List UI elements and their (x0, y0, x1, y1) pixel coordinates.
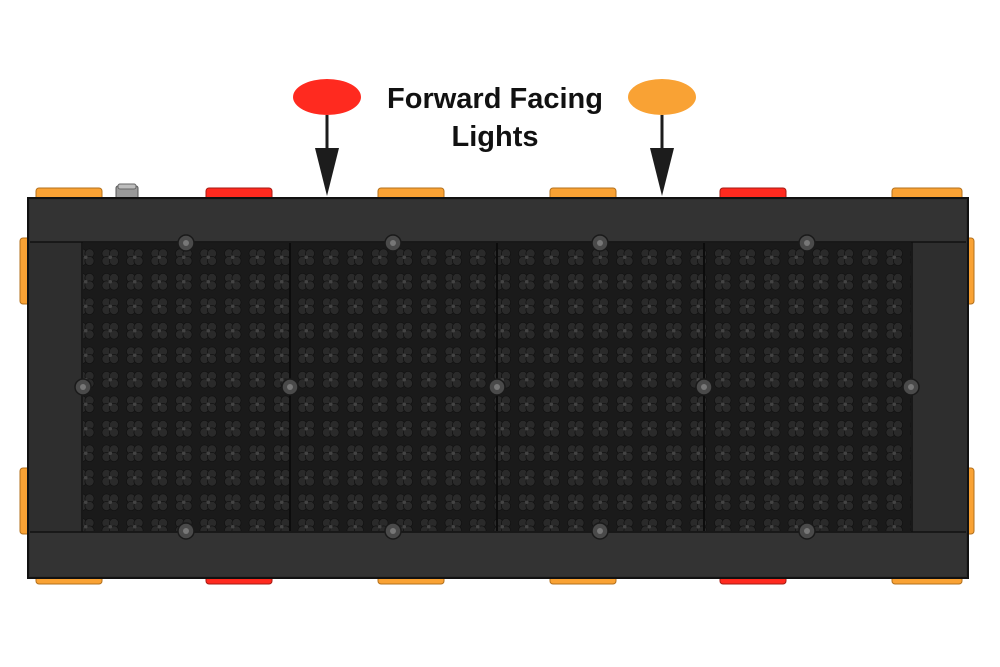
down-arrow-icon (315, 115, 339, 196)
amber-light-marker-icon (628, 79, 696, 115)
bottom-rail (30, 532, 966, 576)
forward-facing-lights-label: Forward Facing Lights (370, 80, 620, 156)
label-line-2: Lights (451, 121, 539, 153)
top-rail (30, 200, 966, 242)
red-light-marker-icon (293, 79, 361, 115)
connector-knob (115, 183, 139, 201)
label-line-1: Forward Facing (387, 83, 603, 115)
down-arrow-icon (650, 115, 674, 196)
